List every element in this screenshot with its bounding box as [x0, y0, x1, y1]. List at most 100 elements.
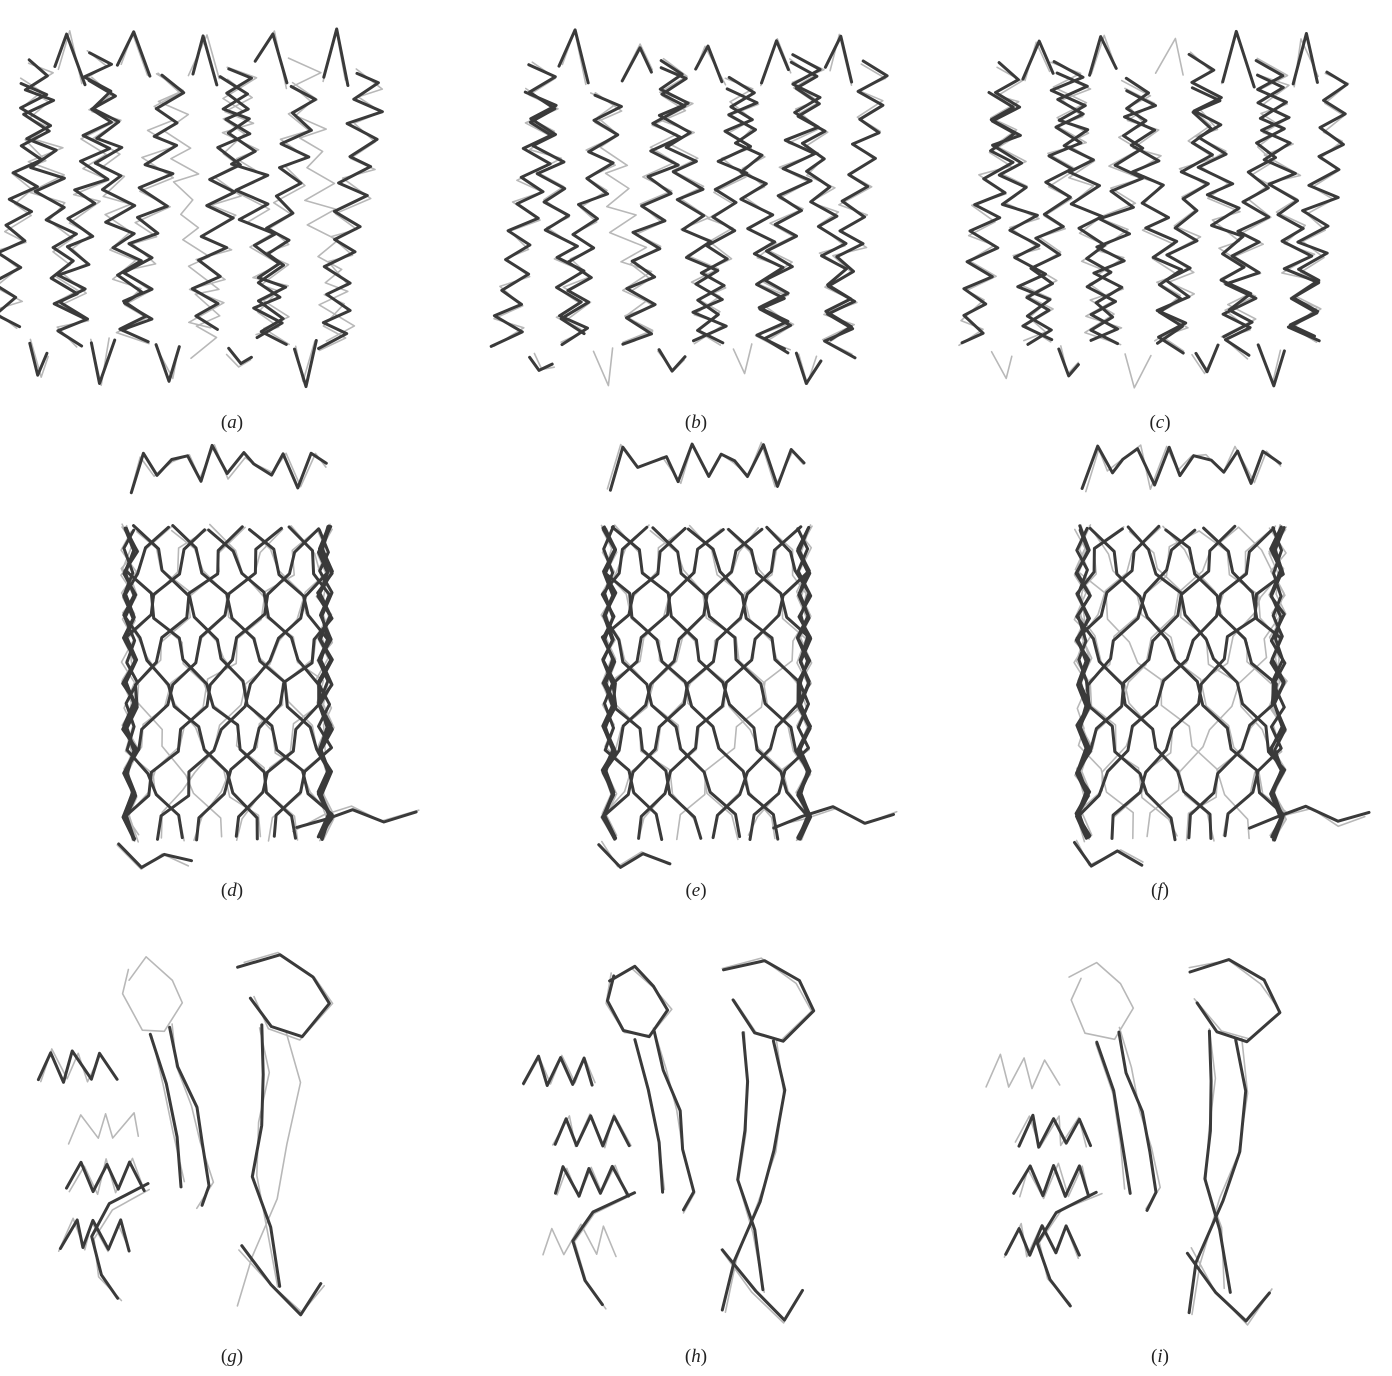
solution-trace-segment [255, 34, 287, 83]
solution-trace-segment [825, 61, 888, 358]
solution-trace-segment [696, 46, 722, 82]
model-trace-segment [1191, 1248, 1272, 1325]
solution-trace-segment [1250, 806, 1370, 828]
panel-b: (b) [464, 0, 928, 458]
solution-trace-segment [762, 41, 789, 83]
model-trace-segment [69, 1113, 139, 1144]
model-trace-segment [161, 527, 329, 838]
model-trace-segment [257, 31, 286, 88]
solution-trace-segment [319, 73, 383, 348]
panel-a: (a) [0, 0, 464, 458]
panel-label-f: (f) [928, 880, 1392, 902]
panel-c: (c) [928, 0, 1392, 458]
panel-i: (i) [928, 916, 1392, 1374]
solution-trace-segment [91, 340, 114, 383]
panel-f-trace-overlay [928, 458, 1392, 916]
solution-trace-segment [722, 1041, 785, 1310]
solution-trace-segment [738, 1033, 763, 1290]
solution-trace-segment [30, 343, 47, 375]
model-trace-segment [725, 1041, 783, 1312]
panel-label-a: (a) [0, 412, 464, 434]
solution-trace-segment [1293, 34, 1317, 84]
model-trace-segment [575, 1193, 636, 1309]
solution-trace-segment [825, 36, 851, 82]
solution-trace-segment [1205, 1031, 1230, 1292]
model-trace-segment [1069, 963, 1133, 1040]
solution-trace-segment [1091, 78, 1149, 343]
model-trace-segment [319, 69, 382, 350]
model-trace-segment [992, 352, 1012, 379]
model-trace-segment [1189, 960, 1280, 1039]
model-trace-segment [58, 31, 81, 84]
solution-trace-segment [124, 528, 257, 839]
panel-label-h: (h) [464, 1346, 928, 1368]
model-trace-segment [650, 531, 809, 840]
panel-e: (e) [464, 458, 928, 916]
solution-trace-segment [192, 69, 251, 330]
model-trace-segment [594, 348, 613, 386]
panel-h: (h) [464, 916, 928, 1374]
solution-trace-segment [170, 1027, 209, 1205]
solution-trace-segment [156, 345, 179, 382]
model-trace-segment [677, 526, 812, 839]
solution-trace-segment [1037, 1192, 1096, 1306]
panel-g-trace-overlay [0, 916, 464, 1374]
model-trace-segment [121, 33, 147, 75]
solution-trace-segment [1006, 1226, 1080, 1256]
solution-trace-segment [1077, 530, 1211, 838]
panel-a-trace-overlay [0, 0, 464, 458]
panel-label-c: (c) [928, 412, 1392, 434]
solution-trace-segment [1059, 349, 1079, 376]
model-trace-segment [660, 59, 724, 344]
solution-trace-segment [1223, 31, 1255, 87]
model-trace-segment [1039, 1194, 1102, 1304]
panel-label-d: (d) [0, 880, 464, 902]
solution-trace-segment [92, 1184, 148, 1299]
model-trace-segment [1261, 76, 1321, 342]
solution-trace-segment [1190, 960, 1280, 1042]
solution-trace-segment [491, 65, 555, 347]
solution-trace-segment [1157, 88, 1220, 353]
panel-i-trace-overlay [928, 916, 1392, 1374]
panel-b-trace-overlay [464, 0, 928, 458]
model-trace-segment [986, 1054, 1060, 1088]
panel-label-e: (e) [464, 880, 928, 902]
model-trace-segment [1125, 354, 1151, 388]
model-trace-segment [773, 808, 897, 826]
panel-d-trace-overlay [0, 458, 464, 916]
solution-trace-segment [1189, 54, 1252, 336]
solution-trace-segment [524, 1056, 593, 1085]
solution-trace-segment [193, 36, 217, 85]
model-trace-segment [1096, 1044, 1125, 1189]
panel-d: (d) [0, 458, 464, 916]
solution-trace-segment [1075, 843, 1142, 867]
panel-label-b: (b) [464, 412, 928, 434]
panel-e-trace-overlay [464, 458, 928, 916]
model-trace-segment [94, 1190, 149, 1301]
solution-trace-segment [297, 810, 416, 828]
model-trace-segment [244, 953, 332, 1041]
solution-trace-segment [242, 1246, 321, 1315]
model-trace-segment [122, 527, 245, 842]
solution-trace-segment [1189, 1040, 1246, 1313]
solution-trace-segment [654, 1031, 694, 1210]
solution-trace-segment [724, 961, 814, 1041]
solution-trace-segment [1019, 1115, 1091, 1147]
panel-c-trace-overlay [928, 0, 1392, 458]
model-trace-segment [123, 957, 183, 1032]
model-trace-segment [289, 58, 355, 341]
model-trace-segment [1156, 39, 1184, 76]
panel-h-trace-overlay [464, 916, 928, 1374]
model-trace-segment [591, 93, 653, 342]
panel-g: (g) [0, 916, 464, 1374]
model-trace-segment [602, 842, 669, 867]
solution-trace-segment [238, 955, 330, 1037]
solution-trace-segment [119, 844, 192, 867]
panel-label-i: (i) [928, 1346, 1392, 1368]
solution-trace-segment [622, 48, 651, 81]
panel-label-g: (g) [0, 1346, 464, 1368]
panel-f: (f) [928, 458, 1392, 916]
solution-trace-segment [635, 1040, 663, 1193]
model-trace-segment [733, 344, 751, 374]
